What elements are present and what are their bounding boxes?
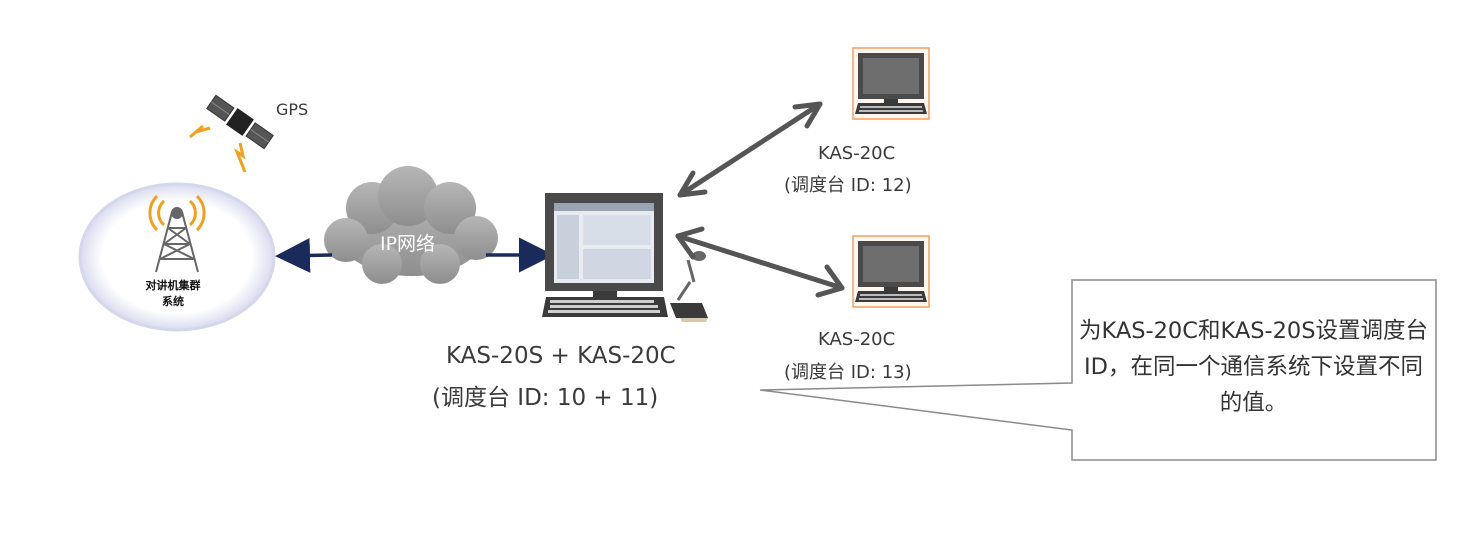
ip-network-label: IP网络	[380, 233, 436, 255]
main-station-name: KAS-20S + KAS-20C	[446, 343, 676, 369]
terminal-1-name: KAS-20C	[818, 143, 896, 164]
trunking-system-label: 对讲机集群 系统	[131, 278, 215, 310]
trunking-system-label-line1: 对讲机集群	[145, 279, 201, 292]
trunking-system-oval	[78, 182, 276, 332]
satellite-icon	[189, 94, 274, 173]
monitor-icon	[852, 47, 930, 120]
arrow-console-terminal-2	[675, 226, 845, 298]
radio-tower-icon	[148, 194, 206, 273]
arrow-cloud-to-tower	[275, 237, 333, 273]
gps-label: GPS	[276, 100, 309, 119]
arrow-console-terminal-1	[677, 101, 823, 198]
monitor-icon	[852, 235, 930, 308]
terminal-2-id: (调度台 ID: 13)	[784, 362, 912, 383]
trunking-system-label-line2: 系统	[162, 295, 184, 308]
main-station-id: (调度台 ID: 10 + 11)	[432, 385, 659, 411]
cloud-icon	[324, 166, 498, 284]
terminal-1-id: (调度台 ID: 12)	[784, 175, 912, 196]
terminal-2-name: KAS-20C	[818, 329, 896, 350]
callout-box	[759, 279, 1437, 461]
callout-text: 为KAS-20C和KAS-20S设置调度台ID，在同一个通信系统下设置不同的值。	[1078, 318, 1429, 416]
dispatch-console-icon	[542, 193, 708, 322]
